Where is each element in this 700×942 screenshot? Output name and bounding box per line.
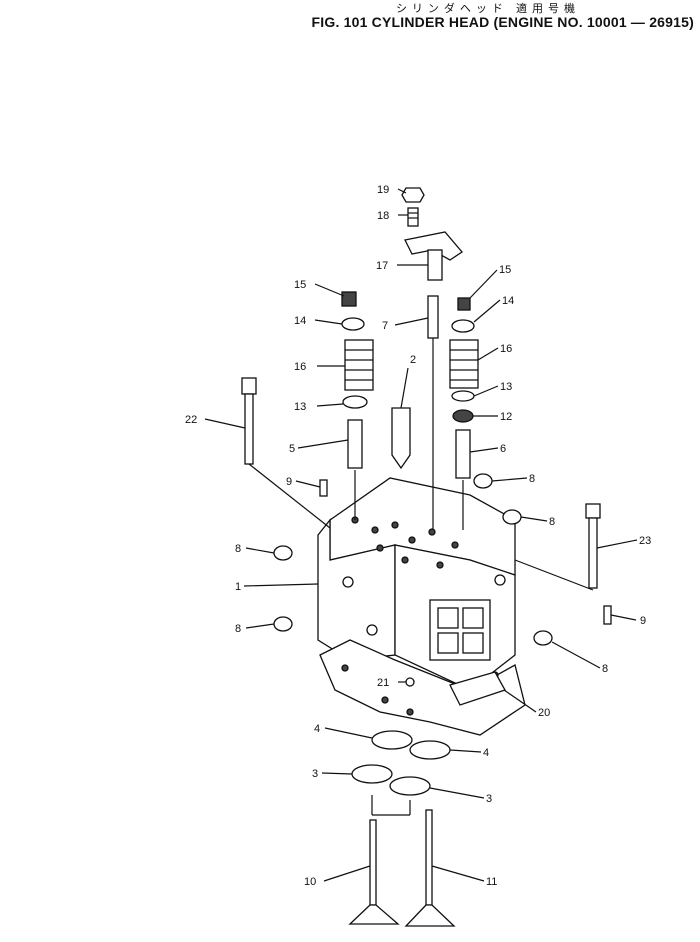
callout-14-left: 14: [294, 315, 306, 327]
japanese-title: シリンダヘッド 適用号機: [395, 3, 580, 15]
callout-13-right: 13: [500, 381, 512, 393]
callout-2: 2: [410, 354, 416, 366]
figure-title: FIG. 101 CYLINDER HEAD (ENGINE NO. 10001…: [311, 14, 694, 30]
callout-15-left: 15: [294, 279, 306, 291]
callout-16-left: 16: [294, 361, 306, 373]
callout-14-right: 14: [502, 295, 514, 307]
callout-19: 19: [377, 184, 389, 196]
ring-21: [405, 677, 415, 687]
callout-16-right: 16: [500, 343, 512, 355]
callout-13-left: 13: [294, 401, 306, 413]
callout-5: 5: [289, 443, 295, 455]
rocker-parts: [401, 187, 463, 530]
callout-8-left-lower: 8: [235, 623, 241, 635]
right-valve-train: [449, 297, 479, 530]
callout-15-right: 15: [499, 264, 511, 276]
callout-6: 6: [500, 443, 506, 455]
callout-21: 21: [377, 677, 389, 689]
callout-4-left: 4: [314, 723, 320, 735]
leader-lines: [204, 188, 638, 882]
callout-7: 7: [382, 320, 388, 332]
callout-3-right: 3: [486, 793, 492, 805]
callout-20: 20: [538, 707, 550, 719]
callout-8-upper: 8: [529, 473, 535, 485]
callout-10: 10: [304, 876, 316, 888]
callout-8-lower-right: 8: [602, 663, 608, 675]
callout-labels: 19 18 17 15 15 14 14 7 2 16 16 13 13 12 …: [185, 184, 651, 888]
callout-23: 23: [639, 535, 651, 547]
cylinder-head-body: [317, 477, 526, 736]
fasteners: [241, 377, 612, 646]
callout-3-left: 3: [312, 768, 318, 780]
callout-4-right: 4: [483, 747, 489, 759]
callout-8-mid-right: 8: [549, 516, 555, 528]
valves-and-seats: [348, 730, 456, 927]
callout-17: 17: [376, 260, 388, 272]
callout-18: 18: [377, 210, 389, 222]
callout-1: 1: [235, 581, 241, 593]
callout-9-left: 9: [286, 476, 292, 488]
callout-8-left-upper: 8: [235, 543, 241, 555]
callout-9-right: 9: [640, 615, 646, 627]
callout-22: 22: [185, 414, 197, 426]
callout-12: 12: [500, 411, 512, 423]
callout-11: 11: [486, 876, 497, 888]
